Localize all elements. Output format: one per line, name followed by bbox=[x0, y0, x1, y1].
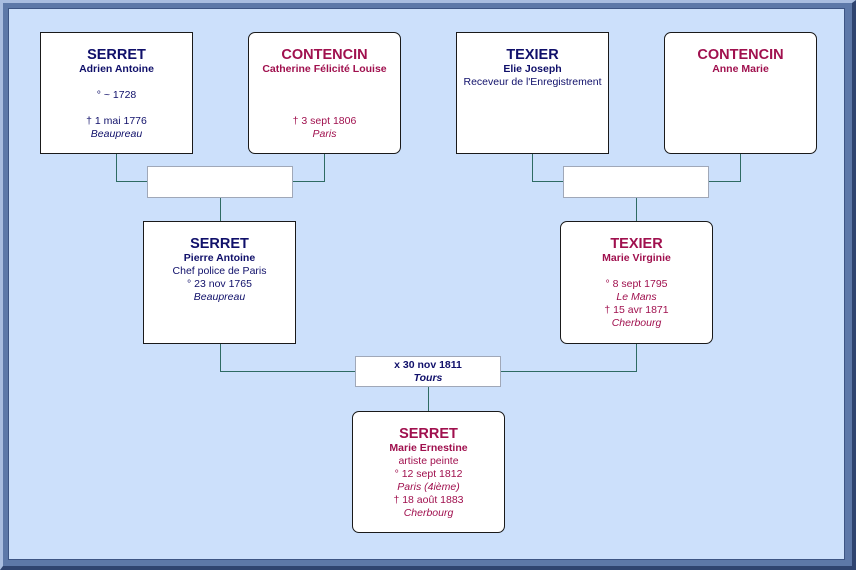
death-date: † 15 avr 1871 bbox=[604, 304, 669, 316]
person-card-adrien[interactable]: SERRET Adrien Antoine ° ~ 1728 † 1 mai 1… bbox=[40, 32, 193, 154]
marriage-date: x 30 nov 1811 bbox=[394, 359, 462, 371]
birth-date: ° 12 sept 1812 bbox=[394, 468, 463, 480]
given-names: Pierre Antoine bbox=[183, 252, 256, 264]
death-place: Cherbourg bbox=[611, 317, 662, 329]
death-date: † 18 août 1883 bbox=[393, 494, 464, 506]
surname: CONTENCIN bbox=[697, 47, 784, 63]
given-names: Elie Joseph bbox=[503, 63, 562, 75]
given-names: Marie Virginie bbox=[602, 252, 671, 264]
occupation: Chef police de Paris bbox=[172, 265, 267, 277]
person-card-catherine[interactable]: CONTENCIN Catherine Félicité Louise † 3 … bbox=[248, 32, 401, 154]
person-card-pierre[interactable]: SERRET Pierre Antoine Chef police de Par… bbox=[143, 221, 296, 344]
connector-virginie bbox=[500, 343, 637, 372]
marriage-box-serret-texier[interactable]: x 30 nov 1811 Tours bbox=[355, 356, 501, 387]
person-card-elie[interactable]: TEXIER Elie Joseph Receveur de l'Enregis… bbox=[456, 32, 609, 154]
birth-date: ° ~ 1728 bbox=[96, 89, 137, 101]
death-place: Beaupreau bbox=[90, 128, 143, 140]
death-date: † 1 mai 1776 bbox=[86, 115, 147, 127]
marriage-box-serret-contencin[interactable] bbox=[147, 166, 293, 198]
surname: TEXIER bbox=[506, 47, 559, 63]
given-names: Marie Ernestine bbox=[389, 442, 468, 454]
death-place: Paris bbox=[312, 128, 337, 140]
connector-adrien bbox=[116, 153, 147, 182]
birth-date: ° 8 sept 1795 bbox=[605, 278, 668, 290]
birth-place: Paris (4ième) bbox=[397, 481, 460, 493]
person-card-ernestine[interactable]: SERRET Marie Ernestine artiste peinte ° … bbox=[352, 411, 505, 533]
death-date: † 3 sept 1806 bbox=[292, 115, 357, 127]
surname: TEXIER bbox=[610, 236, 663, 252]
surname: SERRET bbox=[190, 236, 249, 252]
occupation: artiste peinte bbox=[398, 455, 459, 467]
surname: CONTENCIN bbox=[281, 47, 368, 63]
birth-date: ° 23 nov 1765 bbox=[187, 278, 252, 290]
person-card-anne[interactable]: CONTENCIN Anne Marie bbox=[664, 32, 817, 154]
person-card-virginie[interactable]: TEXIER Marie Virginie ° 8 sept 1795 Le M… bbox=[560, 221, 713, 344]
given-names: Catherine Félicité Louise bbox=[262, 63, 387, 75]
marriage-place: Tours bbox=[413, 372, 443, 384]
occupation: Receveur de l'Enregistrement bbox=[463, 76, 602, 88]
given-names: Adrien Antoine bbox=[79, 63, 154, 75]
connector-pierre bbox=[220, 343, 355, 372]
birth-place: Le Mans bbox=[616, 291, 657, 303]
death-place: Cherbourg bbox=[403, 507, 454, 519]
surname: SERRET bbox=[87, 47, 146, 63]
surname: SERRET bbox=[399, 426, 458, 442]
marriage-box-texier-contencin[interactable] bbox=[563, 166, 709, 198]
birth-place: Beaupreau bbox=[193, 291, 246, 303]
given-names: Anne Marie bbox=[712, 63, 769, 75]
connector-catherine bbox=[292, 153, 325, 182]
connector-anne bbox=[708, 153, 741, 182]
connector-elie bbox=[532, 153, 563, 182]
